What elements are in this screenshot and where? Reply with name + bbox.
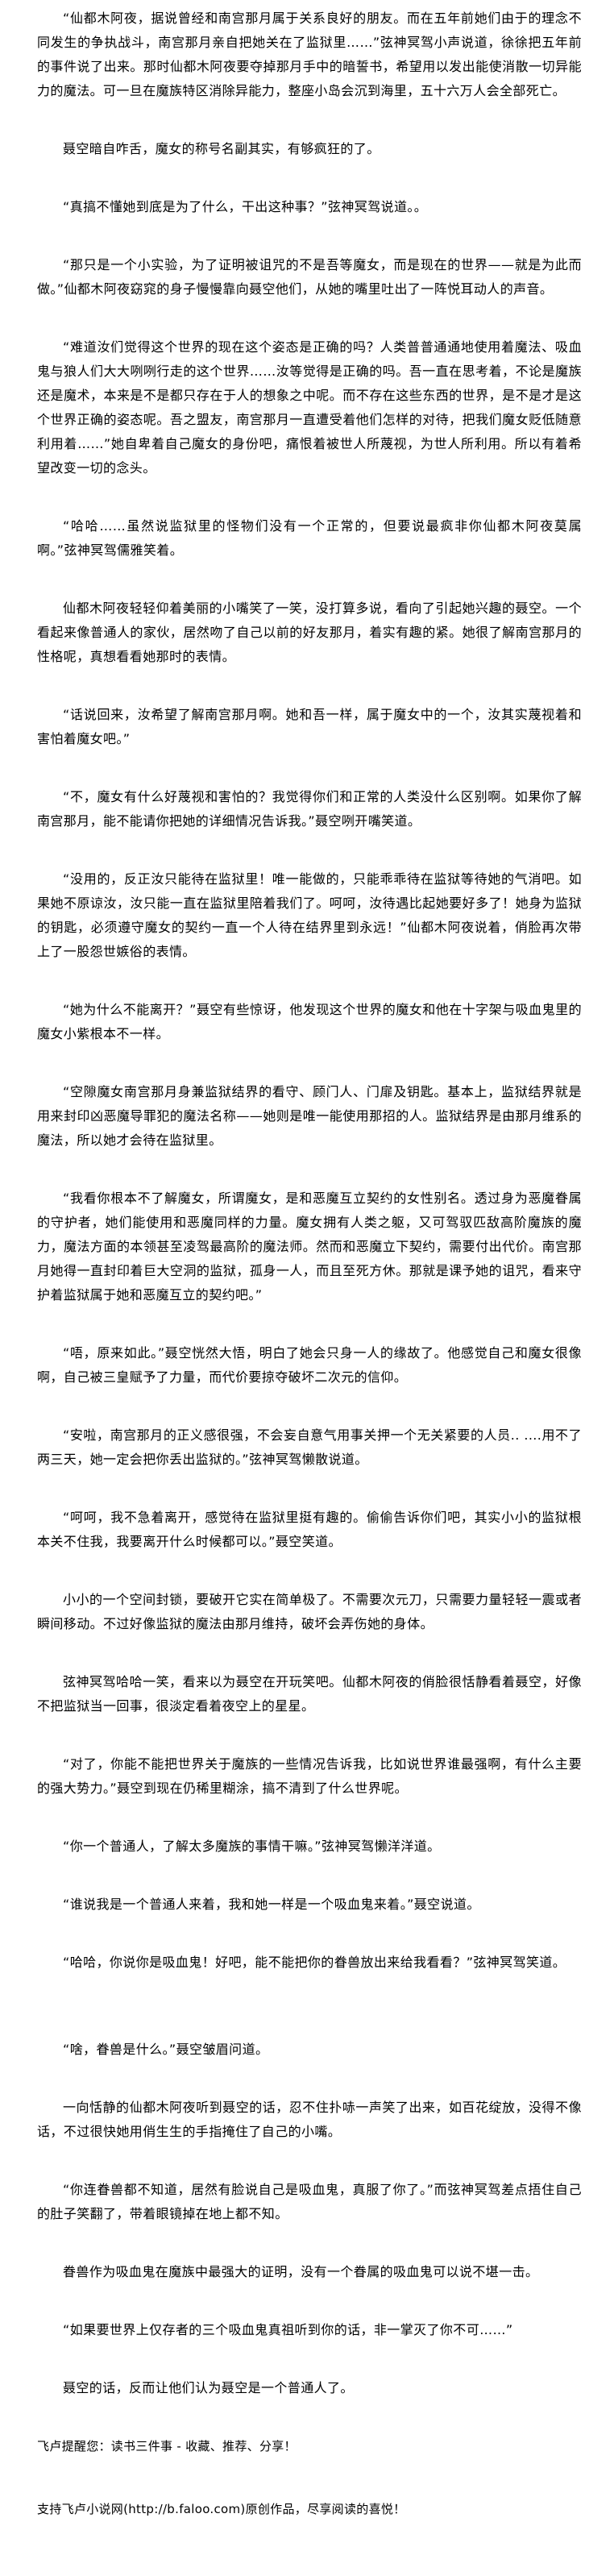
paragraph: “呵呵，我不急着离开，感觉待在监狱里挺有趣的。偷偷告诉你们吧，其实小小的监狱根本… <box>37 1510 582 1549</box>
paragraph: “仙都木阿夜，据说曾经和南宫那月属于关系良好的朋友。而在五年前她们由于的理念不同… <box>37 10 582 98</box>
paragraph: “如果要世界上仅存者的三个吸血鬼真祖听到你的话，非一掌灭了你不可……” <box>63 2322 513 2337</box>
paragraph: “没用的，反正汝只能待在监狱里！唯一能做的，只能乖乖待在监狱等待她的气消吧。如果… <box>37 871 582 959</box>
paragraph: 一向恬静的仙都木阿夜听到聂空的话，忍不住扑哧一声笑了出来，如百花绽放，没得不像话… <box>37 2100 582 2139</box>
paragraph: “空隙魔女南宫那月身兼监狱结界的看守、顾门人、门扉及钥匙。基本上，监狱结界就是用… <box>37 1084 582 1148</box>
paragraph: 仙都木阿夜轻轻仰着美丽的小嘴笑了一笑，没打算多说，看向了引起她兴趣的聂空。一个看… <box>37 600 582 664</box>
paragraph: 聂空的话，反而让他们认为聂空是一个普通人了。 <box>63 2380 354 2395</box>
paragraph: 聂空暗自咋舌，魔女的称号名副其实，有够疯狂的了。 <box>63 141 380 156</box>
paragraph: “那只是一个小实验，为了证明被诅咒的不是吾等魔女，而是现在的世界——就是为此而做… <box>37 257 582 297</box>
paragraph: “她为什么不能离开？”聂空有些惊讶，他发现这个世界的魔女和他在十字架与吸血鬼里的… <box>37 1002 582 1041</box>
paragraph: “安啦，南宫那月的正义感很强，不会妄自意气用事关押一个无关紧要的人员.. ...… <box>37 1427 582 1467</box>
paragraph: “难道汝们觉得这个世界的现在这个姿态是正确的吗？人类普普通通地使用着魔法、吸血鬼… <box>37 339 582 476</box>
paragraph: “谁说我是一个普通人来着，我和她一样是一个吸血鬼来着。”聂空说道。 <box>63 1897 480 1912</box>
paragraph: “我看你根本不了解魔女，所谓魔女，是和恶魔互立契约的女性别名。透过身为恶魔眷属的… <box>37 1190 582 1303</box>
footer-support-note: 支持飞卢小说网(http://b.faloo.com)原创作品，尽享阅读的喜悦！ <box>37 2502 406 2516</box>
paragraph: “对了，你能不能把世界关于魔族的一些情况告诉我，比如说世界谁最强啊，有什么主要的… <box>37 1756 582 1796</box>
paragraph: “啥，眷兽是什么。”聂空皱眉问道。 <box>63 2042 269 2057</box>
paragraph: “你一个普通人，了解太多魔族的事情干嘛。”弦神冥驾懒洋洋道。 <box>63 1839 441 1854</box>
paragraph: “唔，原来如此。”聂空恍然大悟，明白了她会只身一人的缘故了。他感觉自己和魔女很像… <box>37 1345 582 1385</box>
paragraph: 眷兽作为吸血鬼在魔族中最强大的证明，没有一个眷属的吸血鬼可以说不堪一击。 <box>63 2264 539 2279</box>
paragraph: “不，魔女有什么好蔑视和害怕的？我觉得你们和正常的人类没什么区别啊。如果你了解南… <box>37 789 582 829</box>
paragraph: “哈哈，你说你是吸血鬼！好吧，能不能把你的眷兽放出来给我看看？”弦神冥驾笑道。 <box>63 1955 566 1970</box>
paragraph: 小小的一个空间封锁，要破开它实在简单极了。不需要次元刀，只需要力量轻轻一震或者瞬… <box>37 1592 582 1631</box>
paragraph: 弦神冥驾哈哈一笑，看来以为聂空在开玩笑吧。仙都木阿夜的俏脸很恬静看着聂空，好像不… <box>37 1674 582 1714</box>
paragraph: “真搞不懂她到底是为了什么，干出这种事？”弦神冥驾说道。。 <box>63 199 428 214</box>
footer-reminder: 飞卢提醒您：读书三件事 - 收藏、推荐、分享！ <box>37 2439 297 2453</box>
paragraph: “话说回来，汝希望了解南宫那月啊。她和吾一样，属于魔女中的一个，汝其实蔑视着和害… <box>37 707 582 746</box>
paragraph: “你连眷兽都不知道，居然有脸说自己是吸血鬼，真服了你了。”而弦神冥驾差点捂住自己… <box>37 2182 582 2221</box>
paragraph: “哈哈……虽然说监狱里的怪物们没有一个正常的，但要说最疯非你仙都木阿夜莫属啊。”… <box>37 518 582 558</box>
